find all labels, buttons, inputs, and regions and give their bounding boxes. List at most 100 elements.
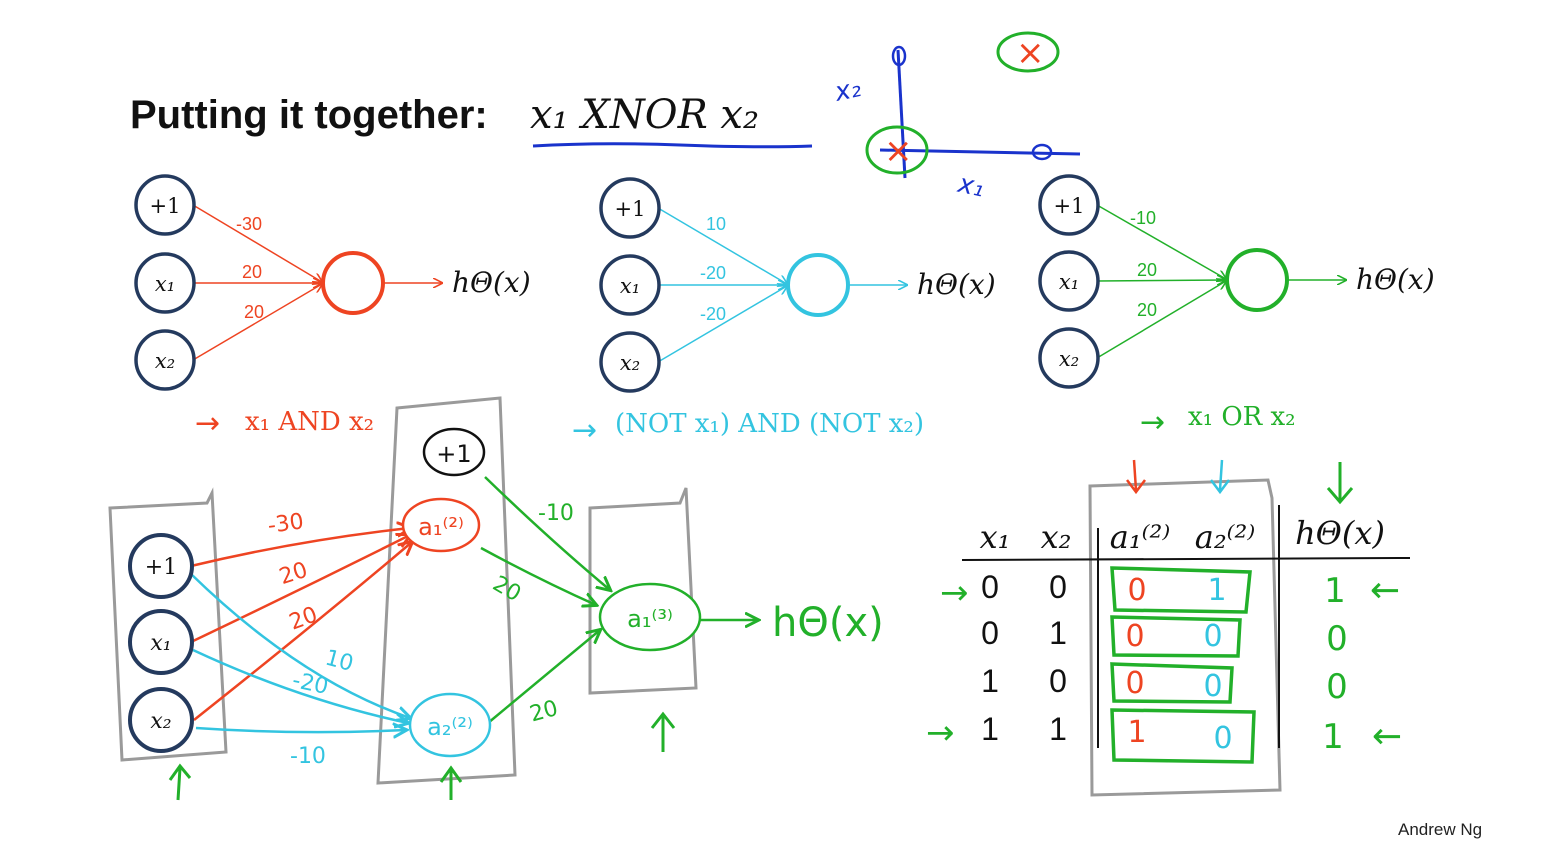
xor-mini-plot: x₂ x₁ × × bbox=[831, 31, 1081, 204]
node-nand-bias bbox=[599, 177, 661, 239]
header-a2: a₂⁽²⁾ bbox=[1195, 518, 1255, 556]
network-not-and: +1 x₁ x₂ 10 -20 -20 hΘ(x) → (NOT x₁) AND… bbox=[572, 177, 996, 448]
cell-3-x2: 1 bbox=[1049, 711, 1067, 747]
plot-x-label: x₁ bbox=[954, 169, 986, 204]
weight-nand-bias: 10 bbox=[706, 214, 726, 234]
cell-2-x2: 0 bbox=[1049, 663, 1067, 699]
hidden-node-a2 bbox=[408, 692, 492, 758]
combined-output-label: hΘ(x) bbox=[772, 600, 884, 646]
output-nand-label: hΘ(x) bbox=[917, 268, 996, 301]
node-nand-x2 bbox=[599, 331, 661, 393]
network-and: +1 x₁ x₂ -30 20 20 hΘ(x) → x₁ AND x₂ bbox=[134, 174, 531, 441]
caption-nand: (NOT x₁) AND (NOT x₂) bbox=[615, 409, 924, 439]
plot-corner-circle bbox=[996, 31, 1060, 73]
weight-red-x2: 20 bbox=[286, 602, 321, 635]
header-x2: x₂ bbox=[1041, 518, 1072, 556]
weight-blue-x1: -20 bbox=[290, 668, 330, 700]
weight-and-bias: -30 bbox=[236, 214, 262, 234]
node-or-bias bbox=[1038, 174, 1100, 236]
edge-green-a1 bbox=[480, 546, 596, 605]
cell-3-a1: 1 bbox=[1127, 715, 1146, 750]
caption-and-arrow: → bbox=[195, 406, 220, 441]
node-and-x1-label: x₁ bbox=[155, 272, 175, 296]
cell-2-x1: 1 bbox=[981, 663, 999, 699]
node-and-x1 bbox=[134, 252, 196, 314]
plot-origin-cross: × bbox=[884, 131, 913, 171]
output-layer-up-arrow bbox=[650, 711, 676, 752]
edge-and-x2 bbox=[192, 284, 322, 361]
row-box-1 bbox=[1110, 615, 1242, 658]
combined-node-x2 bbox=[128, 687, 194, 753]
table-header-rule bbox=[961, 557, 1411, 561]
node-or-bias-label: +1 bbox=[1054, 194, 1085, 218]
edge-green-a2 bbox=[487, 630, 600, 724]
hidden-bias-node bbox=[422, 427, 486, 477]
node-or-x1 bbox=[1038, 250, 1100, 312]
node-and-x2 bbox=[134, 329, 196, 391]
weight-nand-x2: -20 bbox=[700, 304, 726, 324]
weight-green-a1: 20 bbox=[488, 571, 525, 607]
cell-0-a1: 0 bbox=[1127, 573, 1146, 608]
cell-1-a2: 0 bbox=[1203, 619, 1222, 654]
header-a2-arrow bbox=[1210, 459, 1230, 495]
node-or-x1-label: x₁ bbox=[1059, 270, 1079, 294]
combined-node-bias-label: +1 bbox=[145, 555, 177, 580]
cell-1-h: 0 bbox=[1326, 619, 1348, 659]
weight-or-bias: -10 bbox=[1130, 208, 1156, 228]
combined-node-x1 bbox=[128, 609, 194, 675]
weight-or-x2: 20 bbox=[1137, 300, 1157, 320]
caption-and: x₁ AND x₂ bbox=[245, 407, 374, 437]
output-layer-box bbox=[588, 487, 698, 695]
plot-x-axis bbox=[879, 148, 1081, 156]
edge-blue-bias bbox=[190, 573, 410, 718]
edge-nand-bias bbox=[657, 207, 787, 284]
node-and-bias bbox=[134, 174, 196, 236]
cell-0-x1: 0 bbox=[981, 569, 999, 605]
row-box-0 bbox=[1110, 566, 1252, 614]
combined-network: +1 x₁ x₂ +1 a₁⁽²⁾ a₂⁽²⁾ a₁⁽³⁾ hΘ(x) -30 … bbox=[108, 396, 884, 801]
node-nand-x1 bbox=[599, 254, 661, 316]
weight-and-x1: 20 bbox=[242, 262, 262, 282]
hidden-node-a2-label: a₂⁽²⁾ bbox=[427, 713, 473, 741]
input-layer-up-arrow bbox=[168, 763, 192, 801]
node-nand-bias-label: +1 bbox=[615, 197, 646, 221]
weight-blue-bias: 10 bbox=[322, 646, 356, 677]
hidden-columns-box bbox=[1088, 478, 1282, 797]
hidden-node-a1 bbox=[401, 497, 481, 553]
node-or-x2 bbox=[1038, 327, 1100, 389]
author-credit: Andrew Ng bbox=[1398, 820, 1482, 839]
plot-corner-cross: × bbox=[1016, 33, 1045, 73]
plot-right-zero-mark bbox=[1031, 143, 1053, 161]
node-or-x2-label: x₂ bbox=[1059, 347, 1079, 371]
combined-node-x1-label: x₁ bbox=[150, 631, 171, 656]
edge-and-bias bbox=[192, 204, 322, 282]
edge-red-x2 bbox=[193, 542, 412, 721]
node-nand-output bbox=[786, 253, 850, 317]
caption-nand-arrow: → bbox=[572, 413, 597, 448]
weight-and-x2: 20 bbox=[244, 302, 264, 322]
hidden-node-a1-label: a₁⁽²⁾ bbox=[418, 513, 464, 541]
hidden-layer-box bbox=[376, 396, 517, 785]
header-x1: x₁ bbox=[980, 518, 1011, 556]
node-nand-x2-label: x₂ bbox=[620, 351, 640, 375]
combined-node-x2-label: x₂ bbox=[150, 709, 171, 734]
header-h: hΘ(x) bbox=[1295, 514, 1385, 552]
caption-or-arrow: → bbox=[1140, 405, 1165, 440]
output-and-label: hΘ(x) bbox=[452, 266, 531, 299]
row-3-left-arrow: → bbox=[926, 713, 955, 753]
edge-blue-x1 bbox=[192, 648, 408, 723]
output-or-label: hΘ(x) bbox=[1356, 263, 1435, 296]
row-box-2 bbox=[1110, 662, 1234, 704]
cell-3-h: 1 bbox=[1322, 717, 1344, 757]
header-h-arrow bbox=[1326, 462, 1354, 505]
cell-0-a2: 1 bbox=[1207, 573, 1226, 608]
weight-nand-x1: -20 bbox=[700, 263, 726, 283]
edge-blue-x2 bbox=[195, 728, 406, 732]
weight-green-bias: -10 bbox=[538, 501, 574, 526]
weight-green-a2: 20 bbox=[527, 696, 561, 727]
node-and-output bbox=[321, 251, 385, 315]
node-and-x2-label: x₂ bbox=[155, 349, 175, 373]
weight-red-bias: -30 bbox=[266, 509, 305, 539]
network-or: +1 x₁ x₂ -10 20 20 hΘ(x) → x₁ OR x₂ bbox=[1038, 174, 1435, 440]
